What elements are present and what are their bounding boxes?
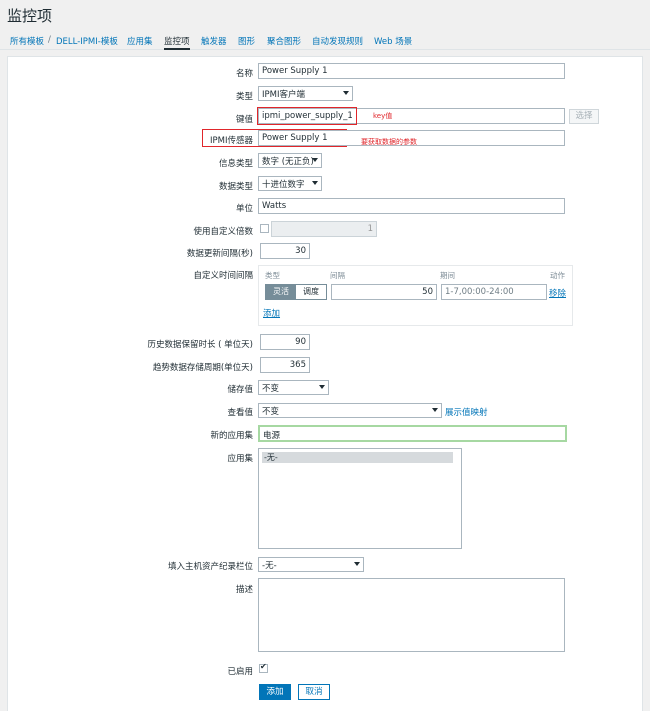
show-value-select[interactable]: 不变 <box>258 403 442 418</box>
ipmi-sensor-annotation: 要获取数据的参数 <box>361 138 417 146</box>
trends-input[interactable]: 365 <box>260 357 310 373</box>
trends-label: 趋势数据存储周期(单位天) <box>152 363 253 373</box>
custom-intervals-label: 自定义时间间隔 <box>193 271 253 281</box>
chevron-down-icon <box>354 562 360 566</box>
multiplier-label: 使用自定义倍数 <box>193 227 253 237</box>
data-type-select[interactable]: 十进位数字 <box>258 176 322 191</box>
history-input[interactable]: 90 <box>260 334 310 350</box>
new-application-input[interactable]: 电源 <box>258 425 567 442</box>
show-value-value: 不变 <box>262 407 280 417</box>
update-interval-input[interactable]: 30 <box>260 243 310 259</box>
key-select-button[interactable]: 选择 <box>569 109 599 124</box>
col-interval: 间隔 <box>330 271 345 280</box>
page-title: 监控项 <box>7 7 53 25</box>
description-textarea[interactable] <box>258 578 565 652</box>
enabled-checkbox[interactable] <box>259 662 268 673</box>
units-input[interactable]: Watts <box>258 198 565 214</box>
add-interval-link[interactable]: 添加 <box>263 309 281 319</box>
ipmi-sensor-label: IPMI传感器 <box>210 136 253 146</box>
enabled-label: 已启用 <box>227 667 253 677</box>
custom-intervals-table: 类型 间隔 期间 动作 灵活 调度 50 1-7,00:00-24:00 移除 … <box>258 265 573 326</box>
type-select[interactable]: IPMI客户端 <box>258 86 353 101</box>
key-input[interactable]: ipmi_power_supply_1 <box>258 108 565 124</box>
info-type-select[interactable]: 数字 (无正负) <box>258 153 322 168</box>
name-label: 名称 <box>235 69 253 79</box>
chevron-down-icon <box>343 91 349 95</box>
chevron-down-icon <box>312 181 318 185</box>
nav-all-templates[interactable]: 所有模板 <box>10 37 45 47</box>
update-interval-label: 数据更新间隔(秒) <box>186 249 253 259</box>
applications-label: 应用集 <box>227 454 253 464</box>
key-label: 键值 <box>235 115 253 125</box>
value-mapping-link[interactable]: 展示值映射 <box>445 408 488 418</box>
tab-applications[interactable]: 应用集 <box>127 37 153 47</box>
info-type-value: 数字 (无正负) <box>262 157 314 167</box>
remove-interval-link[interactable]: 移除 <box>549 289 567 299</box>
key-annotation: key值 <box>373 112 393 120</box>
tab-graphs[interactable]: 图形 <box>238 37 256 47</box>
key-highlight-box <box>257 107 357 125</box>
data-type-label: 数据类型 <box>218 182 253 192</box>
col-period: 期间 <box>440 271 455 280</box>
applications-listbox[interactable]: -无- <box>258 448 462 549</box>
show-value-label: 查看值 <box>227 408 253 418</box>
ipmi-sensor-input[interactable]: Power Supply 1 <box>258 130 565 146</box>
name-input[interactable]: Power Supply 1 <box>258 63 565 79</box>
store-value-label: 储存值 <box>227 385 253 395</box>
col-type: 类型 <box>265 271 280 280</box>
breadcrumb-nav: 所有模板 / DELL-IPMI-模板 应用集 监控项 触发器 图形 聚合图形 … <box>0 31 650 50</box>
tab-triggers[interactable]: 触发器 <box>201 37 227 47</box>
inventory-value: -无- <box>262 561 277 571</box>
chevron-down-icon <box>312 158 318 162</box>
type-label: 类型 <box>235 92 253 102</box>
history-label: 历史数据保留时长 ( 单位天) <box>147 340 253 350</box>
inventory-select[interactable]: -无- <box>258 557 364 572</box>
tab-items[interactable]: 监控项 <box>164 35 190 50</box>
tab-discovery[interactable]: 自动发现规则 <box>312 37 364 47</box>
chevron-down-icon <box>432 408 438 412</box>
scheduling-option[interactable]: 调度 <box>296 285 326 299</box>
description-label: 描述 <box>235 585 253 595</box>
multiplier-checkbox[interactable] <box>260 224 269 233</box>
tab-web[interactable]: Web 场景 <box>374 37 413 47</box>
add-button[interactable]: 添加 <box>259 684 291 700</box>
multiplier-input[interactable]: 1 <box>271 221 377 237</box>
cancel-button[interactable]: 取消 <box>298 684 330 700</box>
interval-input[interactable]: 50 <box>331 284 437 300</box>
store-value-select[interactable]: 不变 <box>258 380 329 395</box>
nav-separator: / <box>48 35 51 45</box>
data-type-value: 十进位数字 <box>262 180 305 190</box>
new-application-label: 新的应用集 <box>210 431 253 441</box>
application-option[interactable]: -无- <box>262 452 453 463</box>
chevron-down-icon <box>319 385 325 389</box>
period-input[interactable]: 1-7,00:00-24:00 <box>441 284 547 300</box>
store-value-value: 不变 <box>262 384 280 394</box>
inventory-label: 填入主机资产纪录栏位 <box>167 562 253 572</box>
type-select-value: IPMI客户端 <box>262 90 305 100</box>
info-type-label: 信息类型 <box>218 159 253 169</box>
units-label: 单位 <box>235 204 253 214</box>
interval-type-toggle: 灵活 调度 <box>265 284 327 300</box>
tab-screens[interactable]: 聚合图形 <box>267 37 302 47</box>
col-action: 动作 <box>550 271 565 280</box>
flexible-option[interactable]: 灵活 <box>266 285 296 299</box>
nav-template[interactable]: DELL-IPMI-模板 <box>56 37 118 47</box>
